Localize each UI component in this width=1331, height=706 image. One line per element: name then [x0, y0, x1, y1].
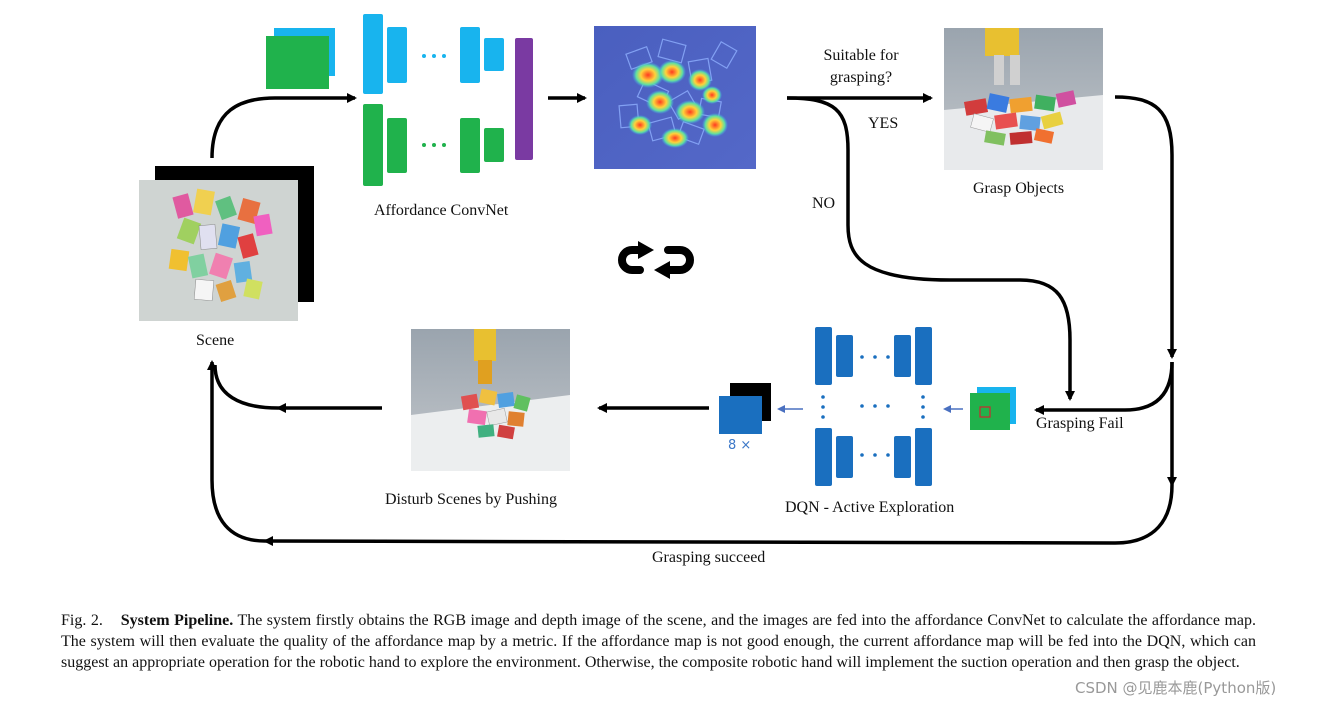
caption-text: The system firstly obtains the RGB image…: [61, 612, 1257, 671]
suitable-question-line2: grasping?: [829, 69, 893, 86]
dqn-network: [815, 327, 932, 486]
grasping-succeed-label: Grasping succeed: [652, 549, 766, 566]
scene-image-stack: [139, 166, 314, 321]
affordance-convnet-label: Affordance ConvNet: [374, 202, 509, 219]
dqn-multiplier-label: 8 ×: [728, 438, 752, 453]
caption-bold-title: System Pipeline.: [120, 612, 234, 629]
caption-prefix: Fig. 2.: [61, 612, 103, 629]
grasp-objects-photo: [944, 28, 1103, 170]
figure-caption: Fig. 2. System Pipeline. The system firs…: [61, 610, 1256, 673]
watermark: CSDN @见鹿本鹿(Python版): [1075, 679, 1277, 697]
affordance-map-image: [594, 26, 756, 169]
grasp-objects-label: Grasp Objects: [973, 180, 1065, 197]
loop-arrows-icon: [617, 241, 695, 279]
dqn-output-stack: [719, 383, 771, 434]
convnet-green-row: [363, 104, 504, 186]
no-label: NO: [812, 195, 836, 212]
scene-label: Scene: [196, 332, 235, 349]
disturb-scenes-photo: [411, 329, 570, 471]
fail-input-stack: [970, 387, 1016, 430]
convnet-output-layer: [515, 38, 533, 160]
grasping-fail-label: Grasping Fail: [1036, 415, 1124, 432]
yes-label: YES: [868, 115, 899, 132]
suitable-question-line1: Suitable for: [823, 47, 899, 64]
dqn-label: DQN - Active Exploration: [785, 499, 955, 516]
flow-arrows: [207, 93, 1177, 547]
convnet-cyan-row: [363, 14, 504, 94]
input-rgbd-stack: [266, 28, 335, 89]
disturb-scenes-label: Disturb Scenes by Pushing: [385, 491, 557, 508]
